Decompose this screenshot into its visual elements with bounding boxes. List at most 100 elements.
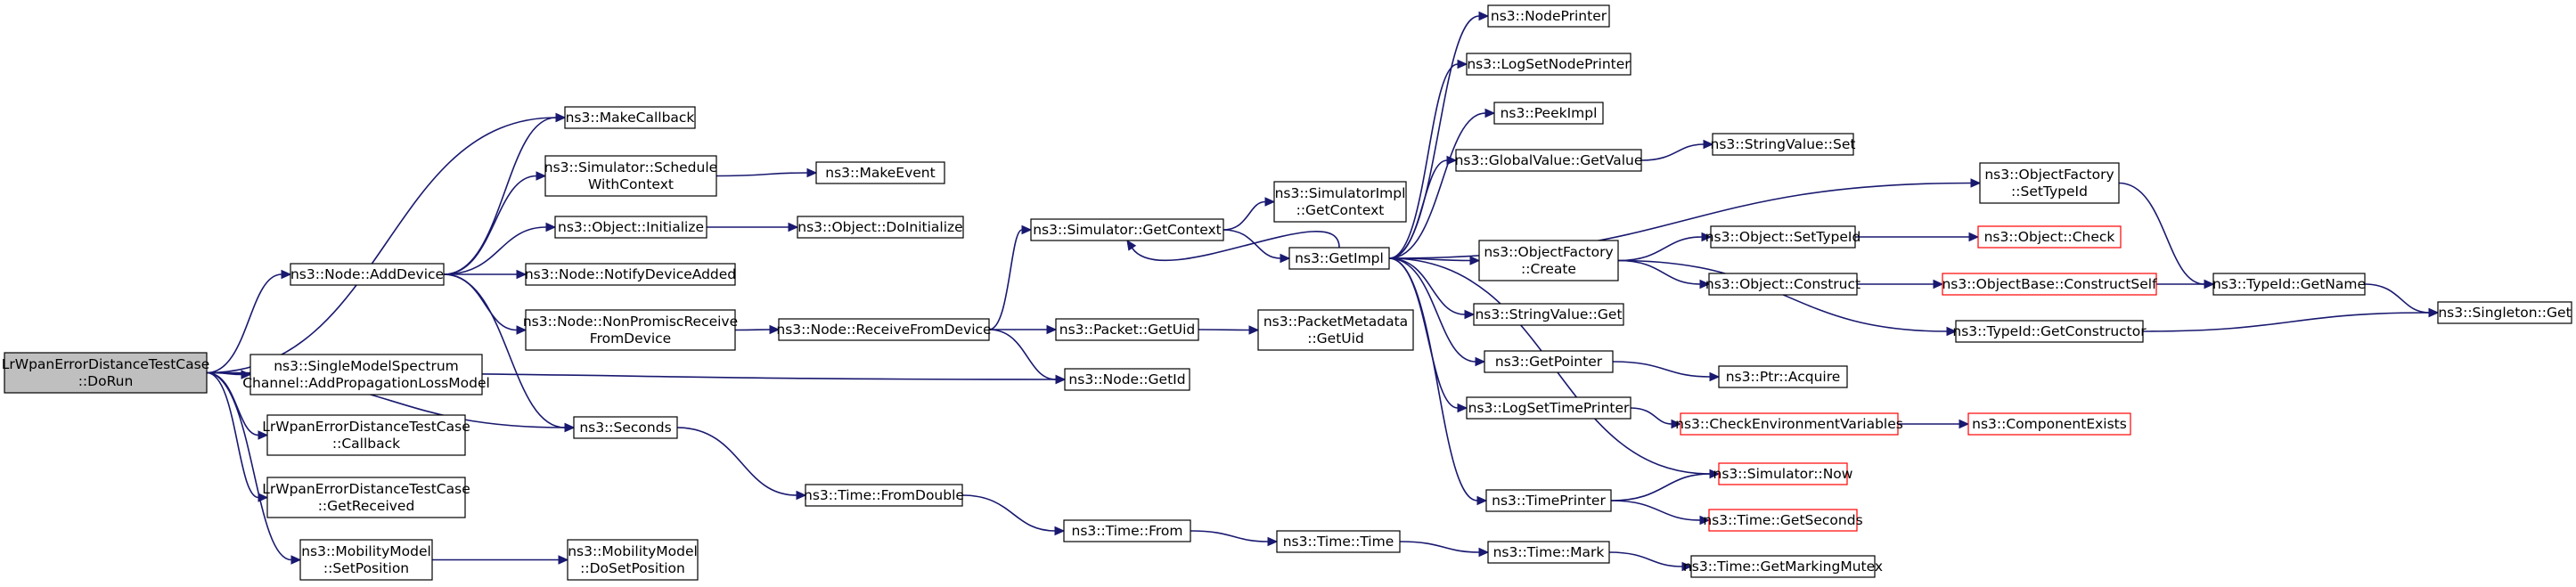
edge-line [988,229,1023,330]
node-logSetNodePrinter[interactable]: ns3::LogSetNodePrinter [1466,53,1631,76]
node-label: ns3::TypeId::GetConstructor [1952,323,2147,339]
node-objFactorySetTypeId[interactable]: ns3::ObjectFactory::SetTypeId [1979,162,2120,204]
node-objFactoryCreate[interactable]: ns3::ObjectFactory::Create [1478,240,1619,281]
node-box [1466,53,1631,76]
node-box [1942,273,2157,296]
edge-arrowhead [1446,155,1458,166]
node-label: ns3::SingleModelSpectrum [274,358,459,374]
node-label: ::GetUid [1307,330,1364,346]
node-label: ns3::ObjectFactory [1984,167,2114,183]
node-getPointer[interactable]: ns3::GetPointer [1484,350,1614,373]
node-singletonGet[interactable]: ns3::Singleton::Get [2437,301,2572,324]
node-setPosition[interactable]: ns3::MobilityModel::SetPosition [299,539,433,581]
node-callback[interactable]: LrWpanErrorDistanceTestCase::Callback [262,414,470,456]
node-stringValueSet[interactable]: ns3::StringValue::Set [1711,133,1856,156]
edge-objInit-doInitialize [707,222,799,232]
node-label: ns3::LogSetTimePrinter [1468,400,1630,416]
node-checkEnvVars[interactable]: ns3::CheckEnvironmentVariables [1675,412,1903,436]
edge-arrowhead [2204,279,2215,289]
node-pktMetaGetUid[interactable]: ns3::PacketMetadata::GetUid [1257,309,1414,351]
edge-line [1223,200,1266,231]
node-objConstruct[interactable]: ns3::Object::Construct [1705,273,1860,296]
node-simGetContext[interactable]: ns3::Simulator::GetContext [1030,218,1224,241]
node-label: ns3::ObjectBase::ConstructSelf [1942,276,2157,292]
node-timeGetSeconds[interactable]: ns3::Time::GetSeconds [1703,509,1863,532]
edge-logSetTimePrinter-checkEnvVars [1630,407,1682,429]
edge-arrowhead [1264,197,1276,207]
node-typeIdGetName[interactable]: ns3::TypeId::GetName [2212,273,2366,296]
node-label: ns3::PeekImpl [1501,105,1598,121]
edge-arrowhead [1280,253,1291,264]
node-objBaseConstructSelf[interactable]: ns3::ObjectBase::ConstructSelf [1942,273,2157,296]
node-singleModel[interactable]: ns3::SingleModelSpectrumChannel::AddProp… [242,354,490,395]
edge-arrowhead [281,269,292,280]
edge-addDevice-notifyDev [443,269,527,280]
edge-arrowhead [516,325,527,335]
node-fromDouble[interactable]: ns3::Time::FromDouble [804,484,964,507]
node-doInitialize[interactable]: ns3::Object::DoInitialize [797,216,964,239]
edge-line [716,172,808,177]
node-componentExists[interactable]: ns3::ComponentExists [1967,412,2131,436]
node-box [1708,509,1858,532]
node-label: ns3::StringValue::Get [1475,306,1622,322]
node-box [1276,530,1401,553]
node-box [1967,412,2131,436]
node-timeMark[interactable]: ns3::Time::Mark [1487,541,1610,564]
node-typeIdGetConstructor[interactable]: ns3::TypeId::GetConstructor [1952,320,2147,343]
node-stringValueGet[interactable]: ns3::StringValue::Get [1473,303,1624,326]
edge-getImpl-stringValueGet [1388,257,1476,320]
node-getReceived[interactable]: LrWpanErrorDistanceTestCase::GetReceived [262,477,470,518]
node-label: ns3::Time::GetSeconds [1703,512,1862,528]
node-label: ns3::Time::Mark [1493,544,1605,560]
edge-addDevice-objInit [443,222,557,275]
node-notifyDev[interactable]: ns3::Node::NotifyDeviceAdded [525,263,736,286]
edge-line [1608,551,1683,567]
node-box [1690,555,1876,578]
edge-objFactoryCreate-typeIdGetConstructor [1617,259,1958,337]
edge-getImpl-simGetContext [1126,231,1340,262]
call-nodes: LrWpanErrorDistanceTestCase::DoRun ns3::N… [2,4,2572,581]
node-logSetTimePrinter[interactable]: ns3::LogSetTimePrinter [1466,396,1631,420]
edge-addDevice-simSchedule [443,171,547,275]
node-getMarkingMutex[interactable]: ns3::Time::GetMarkingMutex [1683,555,1883,578]
node-box [1466,396,1631,420]
node-timeFrom[interactable]: ns3::Time::From [1063,519,1191,542]
edge-arrowhead [1699,515,1711,526]
node-addDevice[interactable]: ns3::Node::AddDevice [290,263,445,286]
node-box [1708,273,1858,296]
node-makeEvent[interactable]: ns3::MakeEvent [815,161,945,184]
node-label: ns3::Object::Initialize [558,219,704,235]
node-simImplGetContext[interactable]: ns3::SimulatorImpl::GetContext [1273,181,1407,223]
node-objInit[interactable]: ns3::Object::Initialize [554,216,707,239]
node-simNow[interactable]: ns3::Simulator::Now [1713,462,1853,485]
node-globalValueGet[interactable]: ns3::GlobalValue::GetValue [1455,149,1643,172]
node-nodeGetId[interactable]: ns3::Node::GetId [1064,368,1190,391]
node-label: Channel::AddPropagationLossModel [242,375,490,391]
node-box [1955,320,2144,343]
node-nodePrinter[interactable]: ns3::NodePrinter [1487,4,1610,28]
node-label: LrWpanErrorDistanceTestCase [262,419,470,435]
node-timeTime[interactable]: ns3::Time::Time [1276,530,1401,553]
node-objSetTypeId[interactable]: ns3::Object::SetTypeId [1705,225,1861,249]
node-label: ns3::ObjectFactory [1484,244,1613,260]
node-ptrAcquire[interactable]: ns3::Ptr::Acquire [1718,365,1848,388]
edge-objBaseConstructSelf-typeIdGetName [2155,279,2215,289]
edge-line [1388,257,1466,315]
node-root[interactable]: LrWpanErrorDistanceTestCase::DoRun [2,352,210,394]
node-box [1487,4,1610,28]
node-receiveFromDevice[interactable]: ns3::Node::ReceiveFromDevice [776,318,992,341]
node-seconds[interactable]: ns3::Seconds [573,416,678,439]
node-objectCheck[interactable]: ns3::Object::Check [1977,225,2122,249]
node-doSetPosition[interactable]: ns3::MobilityModel::DoSetPosition [567,539,699,581]
node-makeCallback[interactable]: ns3::MakeCallback [564,106,696,129]
node-getImpl[interactable]: ns3::GetImpl [1288,247,1390,270]
edge-line [1131,231,1340,262]
edge-receiveFromDevice-simGetContext [988,224,1033,330]
node-box [1977,225,2122,249]
node-peekImpl[interactable]: ns3::PeekImpl [1493,102,1604,125]
node-timePrinter[interactable]: ns3::TimePrinter [1485,489,1612,512]
node-packetGetUid[interactable]: ns3::Packet::GetUid [1055,318,1199,341]
edge-simSchedule-makeEvent [716,167,818,178]
